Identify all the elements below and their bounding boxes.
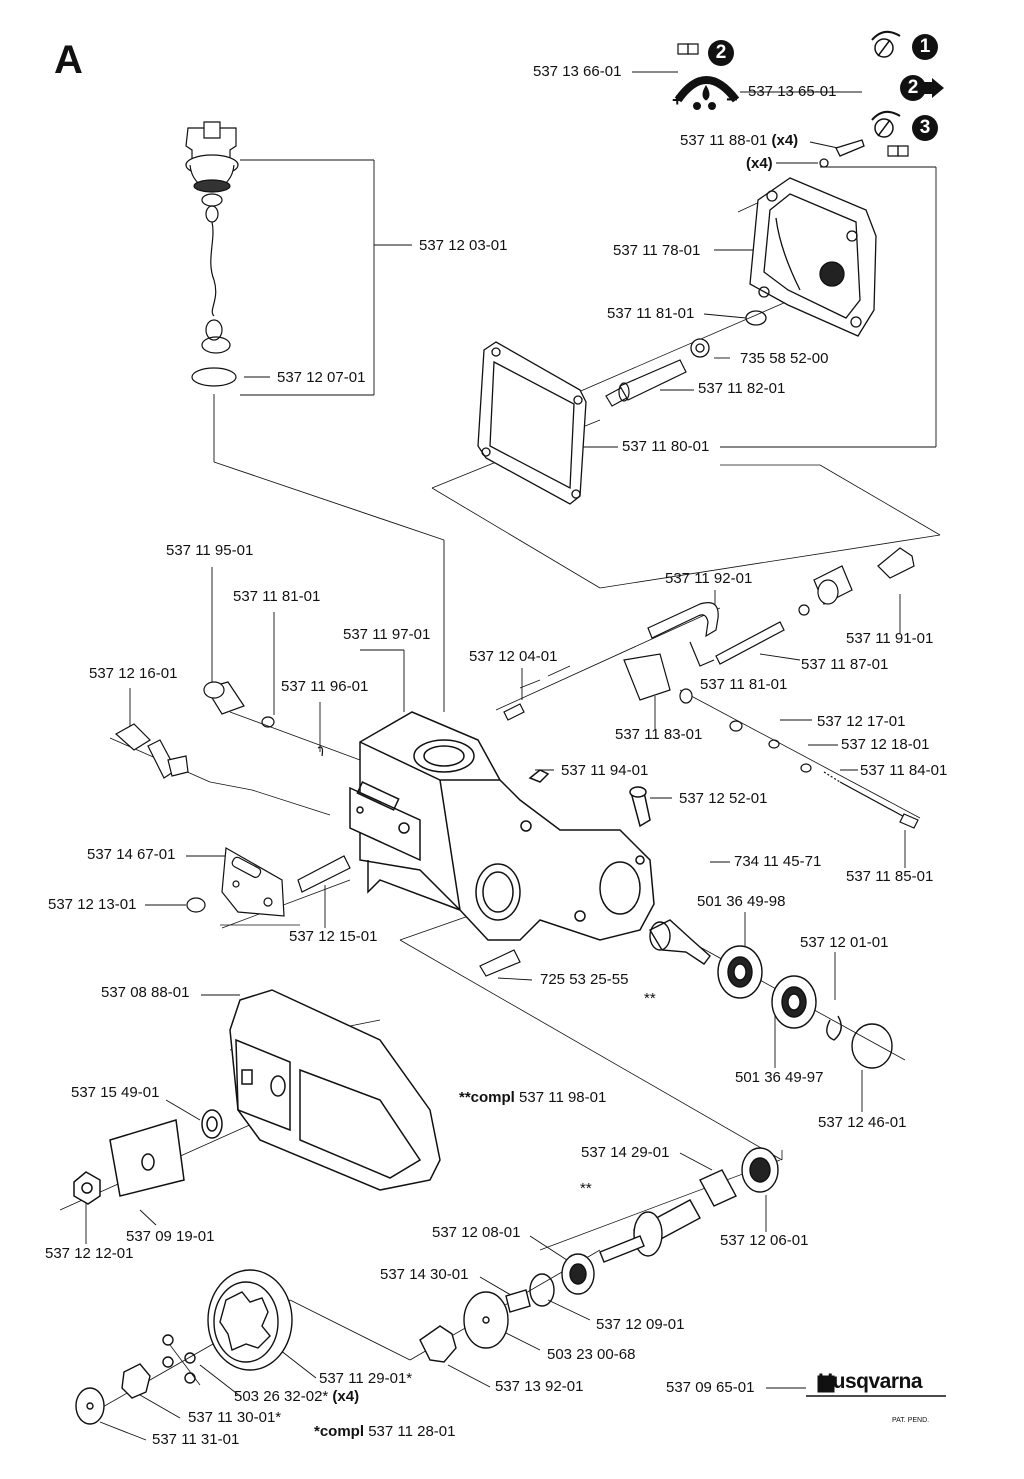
step-1-badge: 1 [912, 34, 938, 60]
step-2-arrow-badge: 2 [900, 75, 926, 101]
part-qty-label: (x4) [746, 155, 773, 172]
part-label: 537 11 92-01 [665, 570, 753, 587]
part-label: 537 12 06-01 [720, 1232, 809, 1249]
part-label: 735 58 52-00 [740, 350, 829, 367]
step-2-badge-manual: 2 [708, 40, 734, 66]
double-star-note: ** [644, 990, 656, 1007]
part-label: 537 12 03-01 [419, 237, 508, 254]
part-label: 537 14 29-01 [581, 1144, 670, 1161]
part-label: 537 09 65-01 [666, 1379, 755, 1396]
compl-gearbox-note: **compl 537 11 98-01 [459, 1089, 607, 1106]
part-label: 537 11 88-01 (x4) [680, 132, 799, 149]
part-label: 537 11 81-01 [233, 588, 321, 605]
part-label: 537 12 12-01 [45, 1245, 134, 1262]
part-label: 501 36 49-98 [697, 893, 786, 910]
part-label: 537 11 97-01 [343, 626, 431, 643]
gasket [478, 342, 586, 504]
compl-pulley-note: *compl 537 11 28-01 [314, 1423, 456, 1440]
gearbox-housing [350, 712, 654, 940]
pulley-cover [74, 990, 440, 1204]
valve-shaft [606, 360, 686, 406]
part-label: 537 13 65-01 [748, 83, 837, 100]
part-label: 537 12 16-01 [89, 665, 178, 682]
part-label: 537 12 17-01 [817, 713, 906, 730]
output-shaft-parts [420, 1148, 778, 1362]
part-label: 537 11 94-01 [561, 762, 649, 779]
part-label: 537 11 78-01 [613, 242, 701, 259]
oil-filler-cap [186, 122, 238, 386]
part-label: 537 11 80-01 [622, 438, 710, 455]
part-label: 537 11 85-01 [846, 868, 934, 885]
part-label: 537 11 31-01 [152, 1431, 240, 1448]
double-star-note: ** [580, 1180, 592, 1197]
part-label: 537 12 01-01 [800, 934, 889, 951]
part-label: 537 12 15-01 [289, 928, 378, 945]
part-label: 537 12 52-01 [679, 790, 768, 807]
part-label: 537 11 81-01 [700, 676, 788, 693]
part-label: 537 12 07-01 [277, 369, 366, 386]
part-label: 537 14 67-01 [87, 846, 176, 863]
step-3-badge: 3 [912, 115, 938, 141]
part-label: 537 11 84-01 [860, 762, 948, 779]
part-label: 537 12 18-01 [841, 736, 930, 753]
part-label: 537 11 87-01 [801, 656, 889, 673]
bevel-gear-bearings [650, 920, 892, 1068]
part-label: 537 12 09-01 [596, 1316, 685, 1333]
part-label: 537 12 46-01 [818, 1114, 907, 1131]
part-label: 537 11 29-01* [319, 1370, 413, 1387]
part-label: 537 11 82-01 [698, 380, 786, 397]
clutch-pulley [76, 1270, 292, 1424]
svg-text:−: − [726, 89, 738, 111]
part-label: 503 23 00-68 [547, 1346, 636, 1363]
part-label: 537 09 19-01 [126, 1228, 215, 1245]
part-label: 537 13 66-01 [533, 63, 622, 80]
part-label: 537 15 49-01 [71, 1084, 160, 1101]
part-label: 537 11 96-01 [281, 678, 369, 695]
oil-tank-cover [691, 140, 876, 357]
part-label: 734 11 45-71 [734, 853, 822, 870]
part-label: 725 53 25-55 [540, 971, 629, 988]
husqvarna-logo-mark [818, 1376, 834, 1392]
svg-text:+: + [672, 90, 683, 110]
oil-feed-parts [504, 548, 918, 828]
part-label: 537 11 95-01 [166, 542, 254, 559]
part-label: 537 11 81-01 [607, 305, 695, 322]
part-label: 537 11 30-01* [188, 1409, 282, 1426]
left-adjuster-parts [116, 682, 520, 976]
part-label: 537 08 88-01 [101, 984, 190, 1001]
part-label: 537 11 83-01 [615, 726, 703, 743]
brand-logo: Husqvarna [818, 1370, 923, 1393]
patent-note: PAT. PEND. [892, 1417, 930, 1424]
part-label: 537 12 08-01 [432, 1224, 521, 1241]
part-label: 537 12 13-01 [48, 896, 137, 913]
part-label: 537 13 92-01 [495, 1378, 584, 1395]
part-label: 501 36 49-97 [735, 1069, 824, 1086]
sheet-letter: A [54, 38, 83, 82]
part-label: 503 26 32-02* (x4) [234, 1388, 360, 1405]
part-label: 537 14 30-01 [380, 1266, 469, 1283]
part-label: 537 12 04-01 [469, 648, 558, 665]
part-label: 537 11 91-01 [846, 630, 934, 647]
